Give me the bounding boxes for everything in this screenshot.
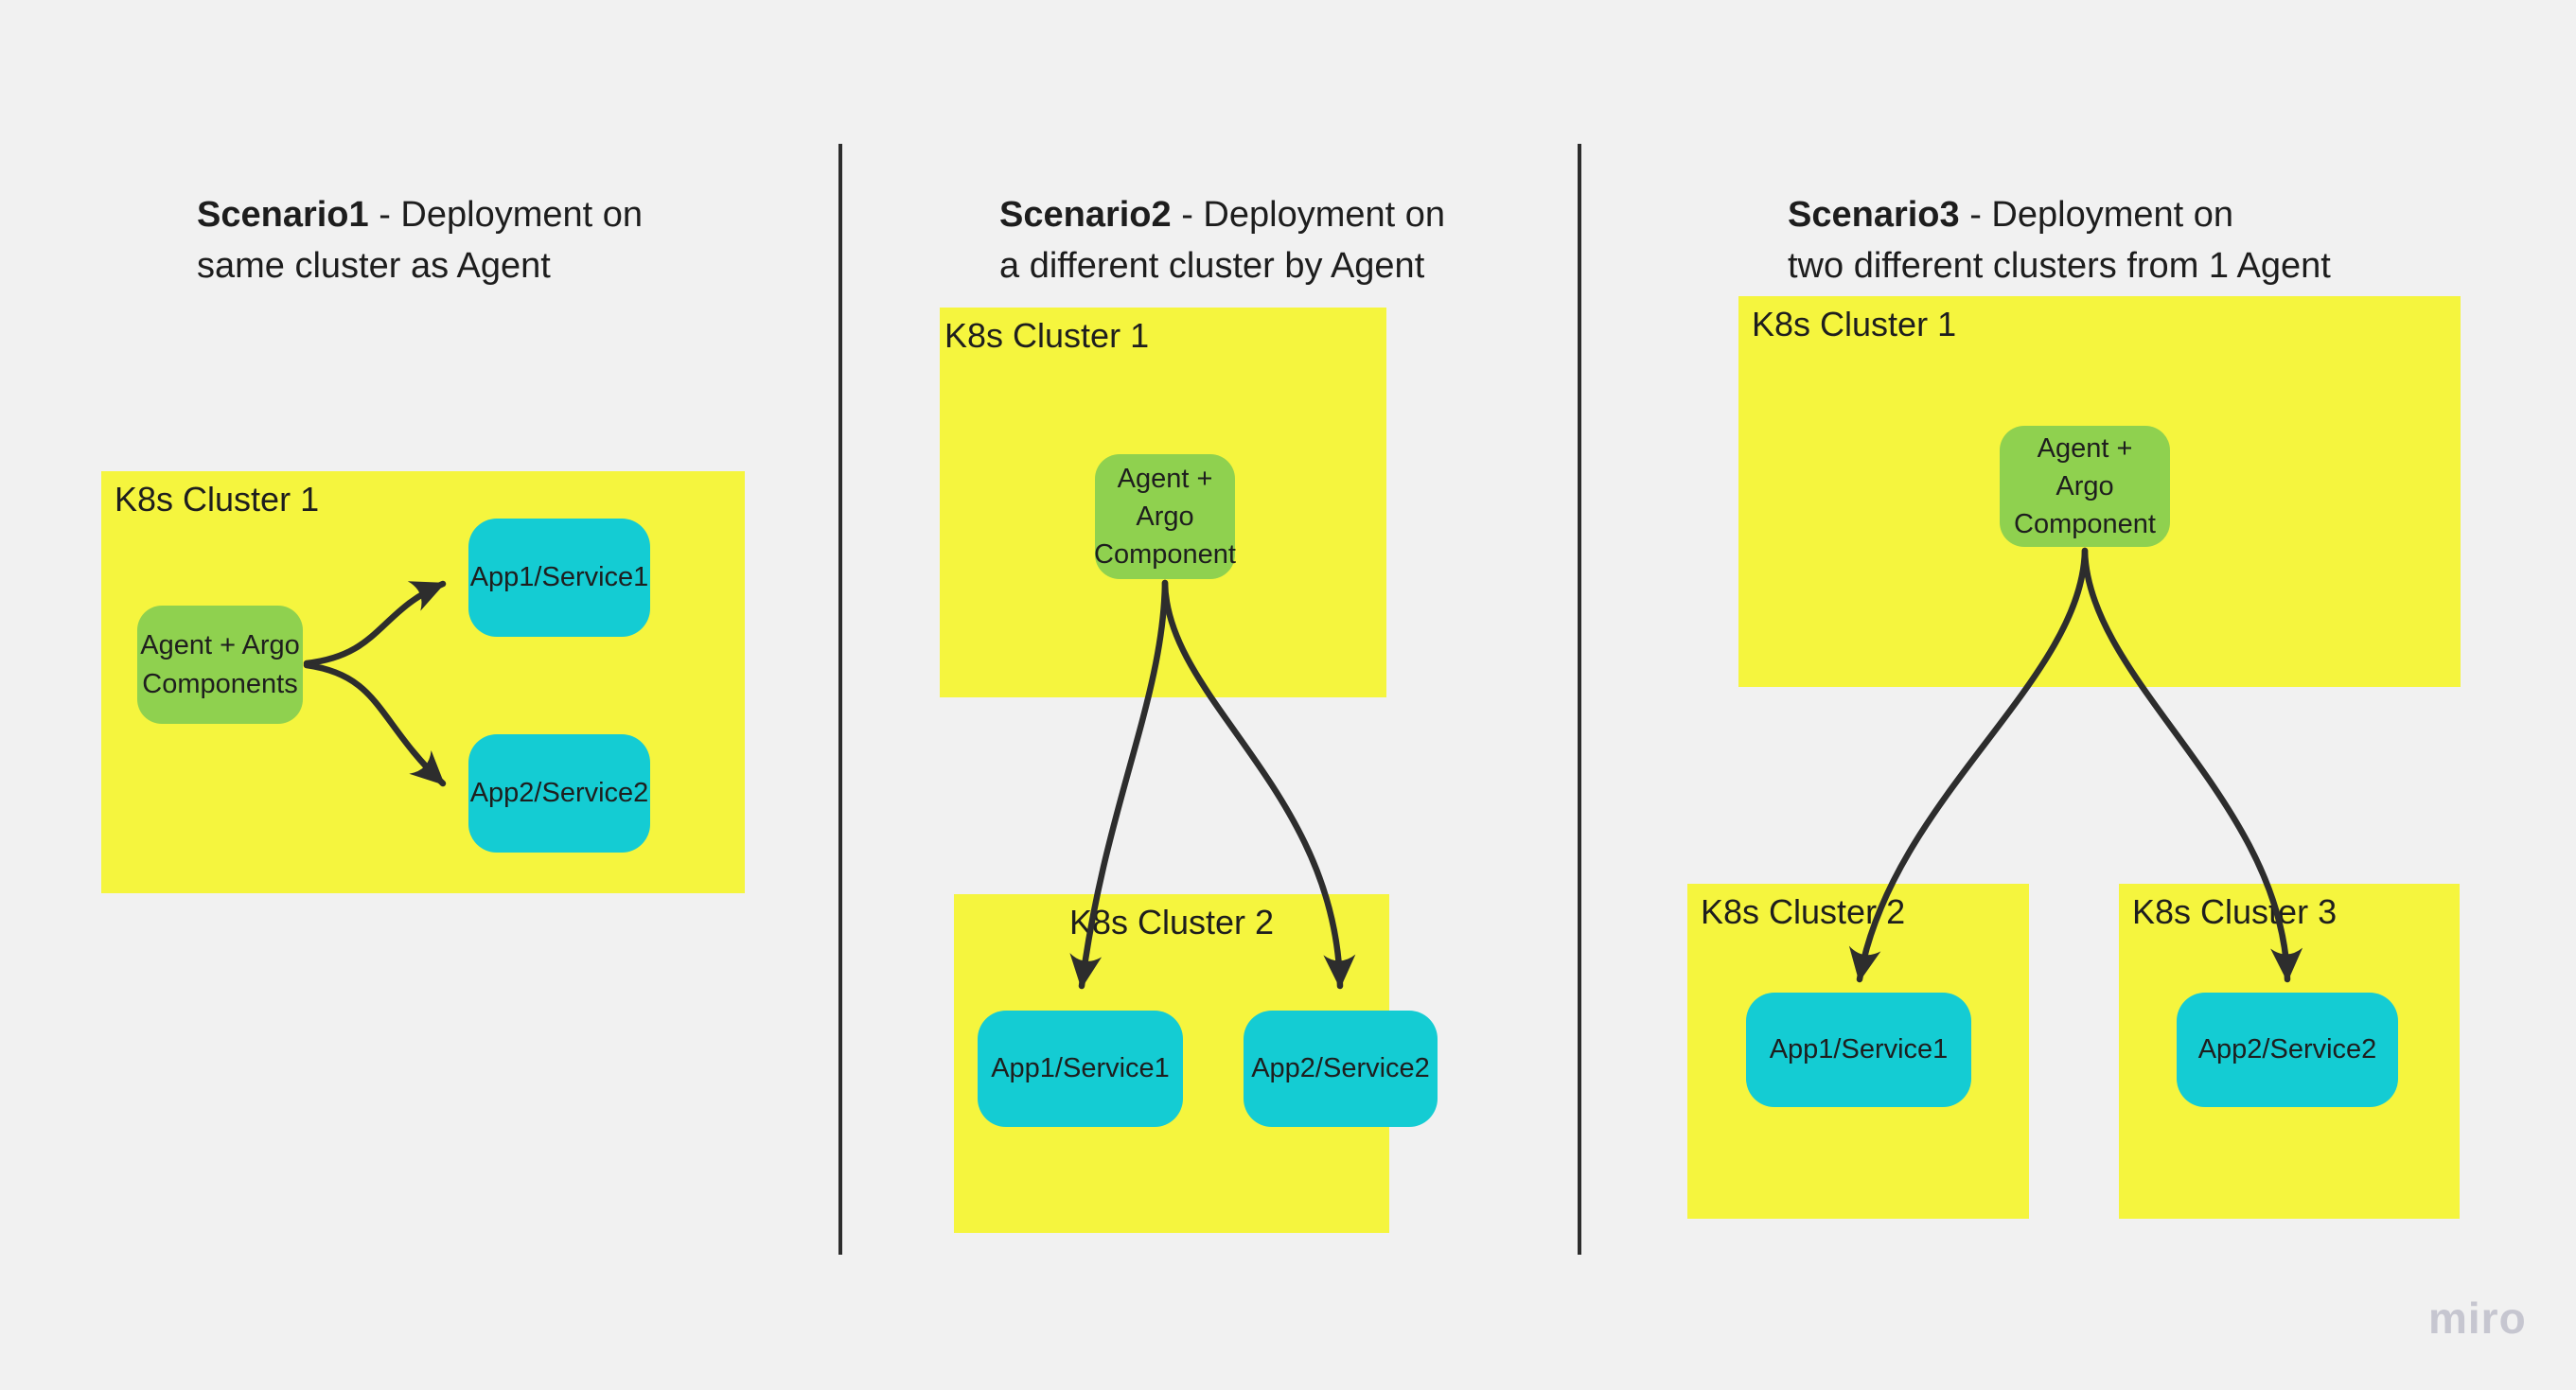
s1-app2-node[interactable]: App2/Service2 xyxy=(468,734,650,853)
s1-cluster1-label: K8s Cluster 1 xyxy=(115,480,320,519)
s1-agent-node[interactable]: Agent + Argo Components xyxy=(137,606,303,724)
scenario1-title-bold: Scenario1 xyxy=(197,195,369,235)
s3-app1-label: App1/Service1 xyxy=(1769,1034,1949,1064)
s3-agent-label: Agent + Argo Component xyxy=(2014,433,2156,539)
s2-agent-node[interactable]: Agent + Argo Component xyxy=(1094,454,1236,579)
s2-app1-label: App1/Service1 xyxy=(991,1053,1170,1083)
scenario1-title[interactable]: Scenario1 - Deployment on same cluster a… xyxy=(197,138,727,291)
s2-app1-node[interactable]: App1/Service1 xyxy=(978,1011,1183,1127)
s3-app1-node[interactable]: App1/Service1 xyxy=(1746,993,1971,1107)
s2-cluster1-label: K8s Cluster 1 xyxy=(944,316,1150,355)
scenario2-title[interactable]: Scenario2 - Deployment on a different cl… xyxy=(999,138,1567,291)
s3-cluster3-label: K8s Cluster 3 xyxy=(2132,892,2338,931)
s2-agent-label: Agent + Argo Component xyxy=(1094,464,1236,570)
s3-agent-node[interactable]: Agent + Argo Component xyxy=(2000,426,2170,547)
miro-logo-watermark: miro xyxy=(2428,1293,2527,1343)
scenario3-title[interactable]: Scenario3 - Deployment on two different … xyxy=(1788,138,2450,291)
scenario3-title-rest: - Deployment on two different clusters f… xyxy=(1788,195,2331,286)
s3-app2-node[interactable]: App2/Service2 xyxy=(2177,993,2398,1107)
divider-line-1[interactable] xyxy=(838,144,842,1255)
s3-cluster1-label: K8s Cluster 1 xyxy=(1752,305,1957,343)
s3-app2-label: App2/Service2 xyxy=(2197,1034,2377,1064)
scenario2-title-rest: - Deployment on a different cluster by A… xyxy=(999,195,1446,286)
s2-app2-label: App2/Service2 xyxy=(1251,1053,1430,1083)
scenario3-title-bold: Scenario3 xyxy=(1788,195,1960,235)
s1-app1-label: App1/Service1 xyxy=(469,562,649,592)
scenario1-title-rest: - Deployment on same cluster as Agent xyxy=(197,195,644,286)
s1-agent-label: Agent + Argo Components xyxy=(140,629,300,699)
s3-cluster2-label: K8s Cluster 2 xyxy=(1701,892,1906,931)
s1-app2-label: App2/Service2 xyxy=(469,778,649,808)
divider-line-2[interactable] xyxy=(1578,144,1581,1255)
s2-cluster2-label: K8s Cluster 2 xyxy=(1068,903,1275,941)
scenario2-title-bold: Scenario2 xyxy=(999,195,1172,235)
s2-app2-node[interactable]: App2/Service2 xyxy=(1244,1011,1438,1127)
s1-app1-node[interactable]: App1/Service1 xyxy=(468,519,650,637)
